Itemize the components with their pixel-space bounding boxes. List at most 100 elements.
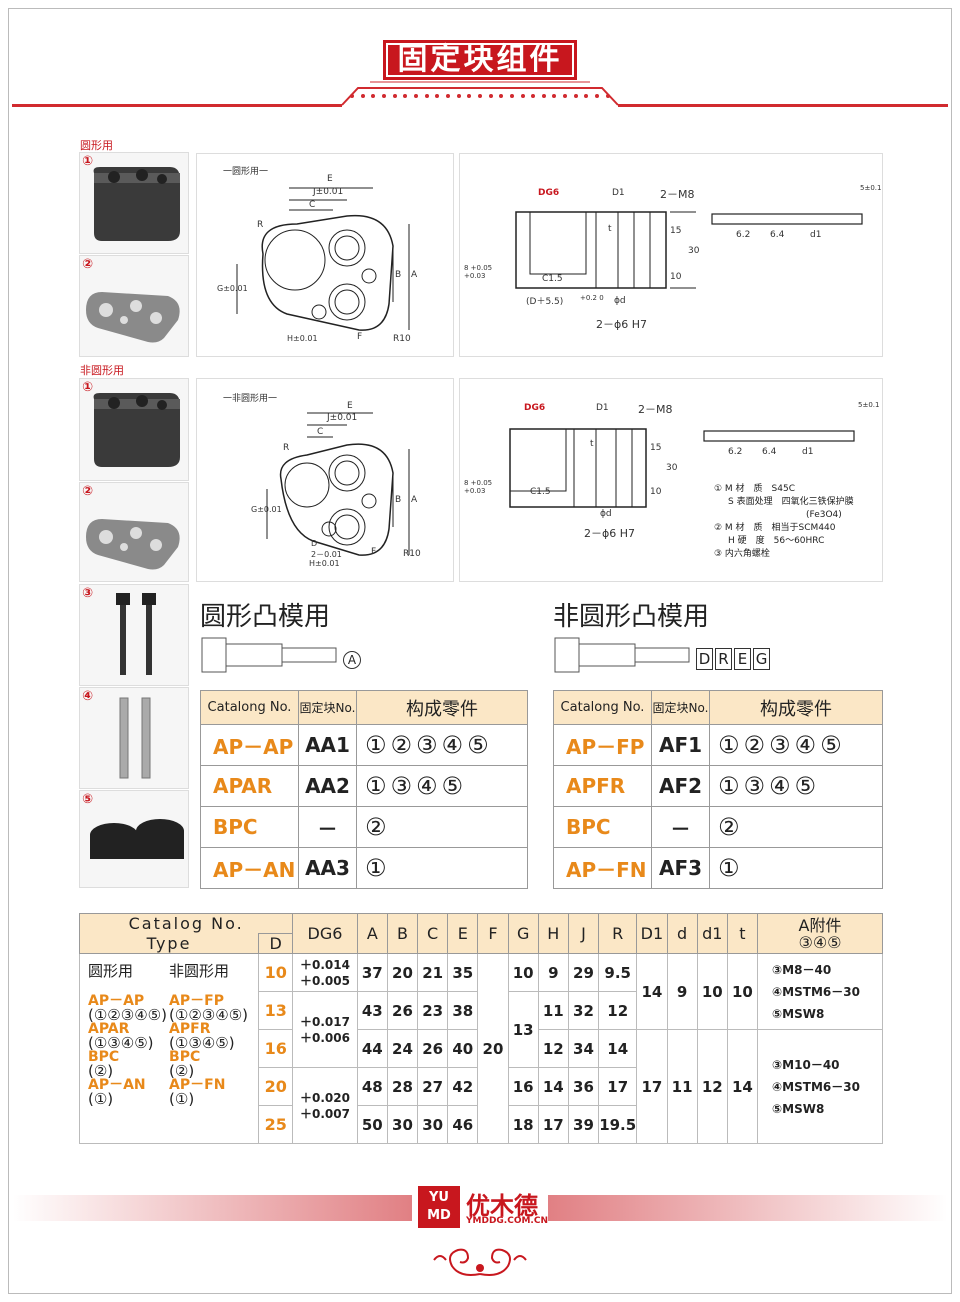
- cell-dg6-3: ＋0.020＋0.007: [292, 1067, 358, 1144]
- nonround-punch-drawing: [554, 637, 690, 673]
- comp-h-block: 固定块No.: [298, 690, 357, 725]
- cell: 30: [417, 1105, 449, 1144]
- spec-h-f: F: [477, 913, 509, 954]
- dim-b-2: B: [395, 495, 402, 505]
- spec-h-h: H: [537, 913, 569, 954]
- spec-h-acc-1: A附件: [798, 915, 842, 935]
- cell: 29: [567, 953, 600, 992]
- dg6-1b: ＋0.005: [300, 973, 350, 988]
- cell: 40: [447, 1029, 479, 1068]
- type-r3s: (②): [88, 1062, 114, 1080]
- cell-d1: 14: [636, 953, 668, 1030]
- cell-dg6-2: ＋0.017＋0.006: [292, 991, 358, 1068]
- dim-d1-side-2: d1: [802, 447, 814, 457]
- round-section-drawing: DG6 D1 2－M8 t 15 30 10 C1.5 8 +0.05 +0.0…: [459, 153, 883, 357]
- comp-h-catalog: Catalong No.: [200, 690, 299, 725]
- acc-2a: ③M10－40: [772, 1057, 840, 1072]
- acc-2c: ⑤MSW8: [772, 1101, 825, 1116]
- cell: 44: [356, 1029, 388, 1068]
- spec-h-e: E: [447, 913, 479, 954]
- dim-15: 15: [670, 226, 682, 236]
- dim-d-2: D: [311, 539, 318, 548]
- dim-phi6-2: 2－ϕ6 H7: [584, 527, 636, 540]
- dim-r: R: [257, 220, 264, 230]
- cell-dd: 11: [666, 1029, 698, 1144]
- type-r1s: (①②③④⑤): [88, 1006, 167, 1024]
- note-6: ③ 内六角螺栓: [714, 549, 770, 559]
- cell-d: 16: [258, 1029, 294, 1068]
- spec-h-b: B: [386, 913, 419, 954]
- dim-h: H±0.01: [287, 334, 318, 343]
- setscrew-photo: [79, 790, 189, 888]
- type-r1: AP－AP: [88, 993, 145, 1009]
- cell: 43: [356, 991, 388, 1030]
- num-1: ①: [82, 154, 94, 169]
- dg6-3a: ＋0.020: [300, 1090, 350, 1105]
- type-r4s: (①): [88, 1090, 114, 1108]
- cell: AA1: [298, 724, 357, 766]
- dim-h-2: H±0.01: [309, 559, 340, 568]
- note-2: S 表面处理 四氧化三铁保护膜: [728, 497, 854, 507]
- bolt-photo: [79, 584, 189, 686]
- type-n1s: (①②③④⑤): [169, 1006, 248, 1024]
- cell-d: 13: [258, 991, 294, 1030]
- type-round: 圆形用: [88, 962, 134, 980]
- type-n2s: (①③④⑤): [169, 1034, 235, 1052]
- dim-62-2: 6.2: [728, 447, 743, 457]
- table-row: 25 50 30 30 46 18 17 39 19.5: [80, 1105, 883, 1144]
- cell-g: 16: [507, 1067, 539, 1106]
- dim-64: 6.4: [770, 230, 785, 240]
- pin-photo: [79, 687, 189, 789]
- cell: ②: [709, 806, 883, 848]
- cell: APFR: [553, 765, 652, 807]
- spec-h-acc-2: ③④⑤: [798, 932, 842, 952]
- spec-h-acc: A附件 ③④⑤: [757, 913, 883, 954]
- code-d: D: [696, 648, 713, 670]
- cell: 37: [356, 953, 388, 992]
- dim-a: A: [411, 270, 418, 280]
- cell: 24: [386, 1029, 419, 1068]
- dim-e: E: [327, 174, 333, 184]
- cell: ①: [709, 847, 883, 889]
- acc-1a: ③M8－40: [772, 962, 832, 977]
- spec-h-d1: D1: [636, 913, 668, 954]
- spec-h-g: G: [507, 913, 539, 954]
- nonround-block-photo: [79, 378, 189, 481]
- type-r4: AP－AN: [88, 1077, 146, 1093]
- section-label-round: 圆形用: [80, 139, 113, 152]
- header-ornament: [341, 81, 619, 106]
- cell: ②: [356, 806, 528, 848]
- note-1: ① M 材 质 S45C: [714, 484, 796, 494]
- dg6-3b: ＋0.007: [300, 1106, 350, 1121]
- cell: －: [651, 806, 710, 848]
- cell: 27: [417, 1067, 449, 1106]
- dim-dg6: DG6: [538, 188, 560, 198]
- dim-10-2: 10: [650, 487, 662, 497]
- cell-t: 14: [726, 1029, 759, 1144]
- dim-10: 10: [670, 272, 682, 282]
- cell: AF3: [651, 847, 710, 889]
- cell: 32: [567, 991, 600, 1030]
- spec-h-d: d: [666, 913, 698, 954]
- type-nonround: 非圆形用: [169, 962, 230, 980]
- section-label-nonround: 非圆形用: [80, 364, 124, 377]
- dim-t-2: t: [590, 439, 594, 449]
- spec-table: Catalog No. DG6 A B C E F G H J R D1 d d…: [78, 913, 883, 1144]
- spec-h-j: J: [567, 913, 600, 954]
- cell: ①②③④⑤: [356, 724, 528, 766]
- dim-c15: C1.5: [542, 274, 563, 284]
- num-3: ③: [82, 586, 94, 601]
- num-2: ②: [82, 257, 94, 272]
- num-4: ④: [82, 689, 94, 704]
- cell: 14: [598, 1029, 638, 1068]
- cell: AP－AN: [200, 847, 299, 889]
- footer-bar-left: [12, 1195, 412, 1221]
- cell: ①③④⑤: [356, 765, 528, 807]
- num-2b: ②: [82, 484, 94, 499]
